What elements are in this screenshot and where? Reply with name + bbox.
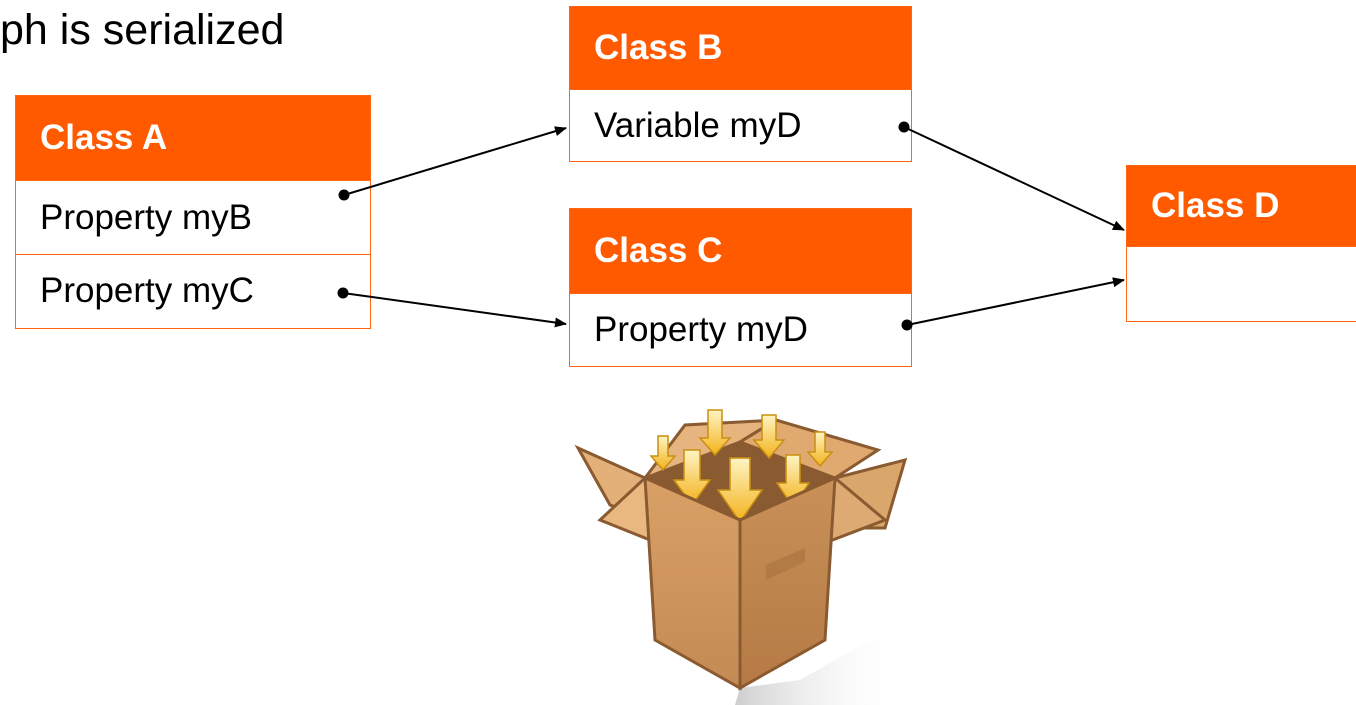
- class-d-empty-row: [1127, 246, 1356, 321]
- connector-dot: [901, 319, 913, 331]
- connector-dot: [337, 287, 349, 299]
- class-a-property-myc: Property myC: [16, 254, 370, 327]
- class-a-box: Class A Property myB Property myC: [15, 95, 371, 329]
- class-a-title: Class A: [16, 96, 370, 180]
- class-b-box: Class B Variable myD: [569, 6, 912, 162]
- class-b-title: Class B: [570, 7, 911, 89]
- slide-title: ph is serialized: [0, 6, 285, 54]
- connector-dot: [898, 121, 910, 133]
- connector-dot: [338, 189, 350, 201]
- class-a-property-myb: Property myB: [16, 180, 370, 254]
- connector-a-myb-to-b: [338, 126, 567, 201]
- open-box-with-arrows-icon: [574, 409, 908, 705]
- class-c-box: Class C Property myD: [569, 208, 912, 367]
- class-d-box: Class D: [1126, 165, 1356, 322]
- class-b-variable-myd: Variable myD: [570, 89, 911, 161]
- connector-c-myd-to-d: [901, 277, 1125, 331]
- class-c-title: Class C: [570, 209, 911, 293]
- class-d-title: Class D: [1127, 166, 1356, 246]
- connector-b-myd-to-d: [898, 121, 1125, 231]
- class-c-property-myd: Property myD: [570, 293, 911, 366]
- connector-a-myc-to-c: [337, 287, 567, 328]
